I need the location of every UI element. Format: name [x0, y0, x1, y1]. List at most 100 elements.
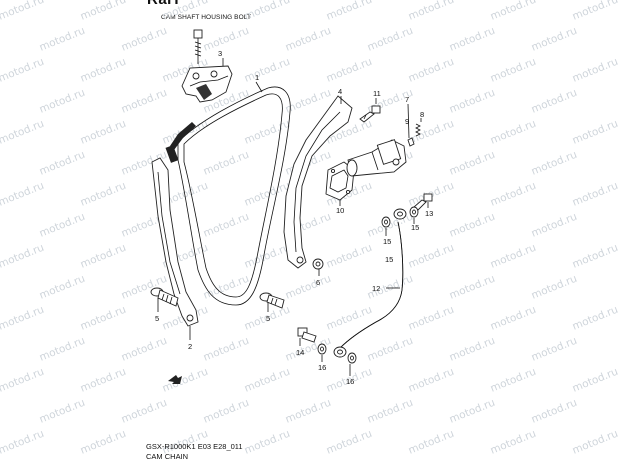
watermark-text: motod.ru	[448, 397, 497, 426]
cam-chain	[165, 86, 291, 306]
watermark-text: motod.ru	[489, 56, 538, 85]
watermark-text: motod.ru	[571, 428, 620, 457]
callout-15-b: 15	[411, 223, 419, 232]
watermark-text: motod.ru	[202, 25, 251, 54]
front-arrow-icon	[168, 375, 182, 384]
watermark-text: motod.ru	[79, 118, 128, 147]
watermark-text: motod.ru	[161, 0, 210, 23]
watermark-text: motod.ru	[489, 366, 538, 395]
callout-11: 11	[373, 89, 381, 98]
watermark-text: motod.ru	[571, 242, 620, 271]
gasket-16-right	[347, 352, 357, 364]
watermark-text: motod.ru	[448, 335, 497, 364]
callout-labels: 3 1 2 5 5 6 4 11 7 9 8 10 15 15 13 12 14…	[155, 49, 433, 386]
callout-16-b: 16	[346, 377, 354, 386]
watermark-text: motod.ru	[325, 56, 374, 85]
watermark-text: motod.ru	[407, 366, 456, 395]
diagram-subtitle: CAM SHAFT HOUSING BOLT	[161, 14, 252, 21]
watermark-text: motod.ru	[571, 366, 620, 395]
watermark-text: motod.ru	[79, 56, 128, 85]
watermark-text: motod.ru	[489, 428, 538, 457]
watermark-text: motod.ru	[202, 149, 251, 178]
watermark-text: motod.ru	[202, 273, 251, 302]
watermark-text: motod.ru	[407, 0, 456, 23]
watermark-text: motod.ru	[571, 118, 620, 147]
watermark-text: motod.ru	[79, 242, 128, 271]
watermark-text: motod.ru	[407, 428, 456, 457]
callout-10: 10	[336, 206, 344, 215]
watermark-text: motod.ru	[120, 335, 169, 364]
watermark-text: motod.ru	[79, 428, 128, 457]
watermark-text: motod.ru	[38, 149, 87, 178]
washer-6	[312, 258, 324, 270]
tensioner-bolt-11	[359, 105, 381, 123]
watermark-text: motod.ru	[38, 273, 87, 302]
callout-1: 1	[255, 73, 259, 82]
gasket-15-right	[409, 206, 419, 218]
callout-13: 13	[425, 209, 433, 218]
watermark-text: motod.ru	[571, 180, 620, 209]
watermark-text: motod.ru	[489, 242, 538, 271]
callout-14: 14	[296, 348, 304, 357]
callout-5-right: 5	[266, 314, 270, 323]
callout-15-a: 15	[383, 237, 391, 246]
gasket-16-left	[317, 343, 327, 355]
gasket-15-left	[381, 216, 391, 228]
watermark-text: motod.ru	[407, 56, 456, 85]
callout-15-c: 15	[385, 255, 393, 264]
callout-2: 2	[188, 342, 192, 351]
watermark-text: motod.ru	[0, 180, 46, 209]
watermark-text: motod.ru	[202, 211, 251, 240]
watermark-text: motod.ru	[79, 366, 128, 395]
watermark-text: motod.ru	[202, 397, 251, 426]
union-bolt-14	[297, 327, 317, 343]
watermark-text: motod.ru	[366, 211, 415, 240]
watermark-text: motod.ru	[38, 25, 87, 54]
watermark-text: motod.ru	[571, 56, 620, 85]
cam-chain-guide	[151, 157, 199, 327]
cam-shaft-housing-bolt	[181, 29, 233, 103]
watermark-text: motod.ru	[448, 25, 497, 54]
diagram-title: CAM CHAIN	[146, 452, 189, 461]
clipped-header-text: RaIT	[147, 0, 182, 8]
watermark-text: motod.ru	[530, 335, 579, 364]
leader-lines	[157, 58, 429, 376]
watermark-text: motod.ru	[325, 304, 374, 333]
cam-chain-tension-guide	[283, 95, 353, 269]
watermark-text: motod.ru	[284, 25, 333, 54]
watermark-text: motod.ru	[243, 118, 292, 147]
watermark-text: motod.ru	[530, 397, 579, 426]
tensioner-gasket	[325, 161, 355, 201]
watermark-text: motod.ru	[284, 273, 333, 302]
watermark-text: motod.ru	[571, 0, 620, 23]
watermark-text: motod.ru	[120, 87, 169, 116]
watermark-text: motod.ru	[0, 56, 46, 85]
watermark-text: motod.ru	[366, 25, 415, 54]
watermark-text: motod.ru	[0, 366, 46, 395]
watermark-text: motod.ru	[243, 428, 292, 457]
watermark-text: motod.ru	[79, 304, 128, 333]
watermark-text: motod.ru	[243, 56, 292, 85]
callout-16-a: 16	[318, 363, 326, 372]
watermark-text: motod.ru	[120, 25, 169, 54]
watermark-text: motod.ru	[243, 0, 292, 23]
watermark-text: motod.ru	[202, 335, 251, 364]
tensioner-spring	[407, 123, 421, 147]
watermark-text: motod.ru	[366, 335, 415, 364]
watermark-text: motod.ru	[571, 304, 620, 333]
watermark-text: motod.ru	[38, 87, 87, 116]
watermark-text: motod.ru	[0, 118, 46, 147]
watermark-text: motod.ru	[284, 397, 333, 426]
watermark-text: motod.ru	[530, 149, 579, 178]
watermark-text: motod.ru	[489, 118, 538, 147]
watermark-text: motod.ru	[530, 273, 579, 302]
watermark-text: motod.ru	[243, 242, 292, 271]
watermark-text: motod.ru	[448, 273, 497, 302]
watermark-text: motod.ru	[489, 304, 538, 333]
watermark-text: motod.ru	[161, 366, 210, 395]
watermark-text: motod.ru	[448, 211, 497, 240]
watermark-text: motod.ru	[325, 242, 374, 271]
callout-4: 4	[338, 87, 342, 96]
